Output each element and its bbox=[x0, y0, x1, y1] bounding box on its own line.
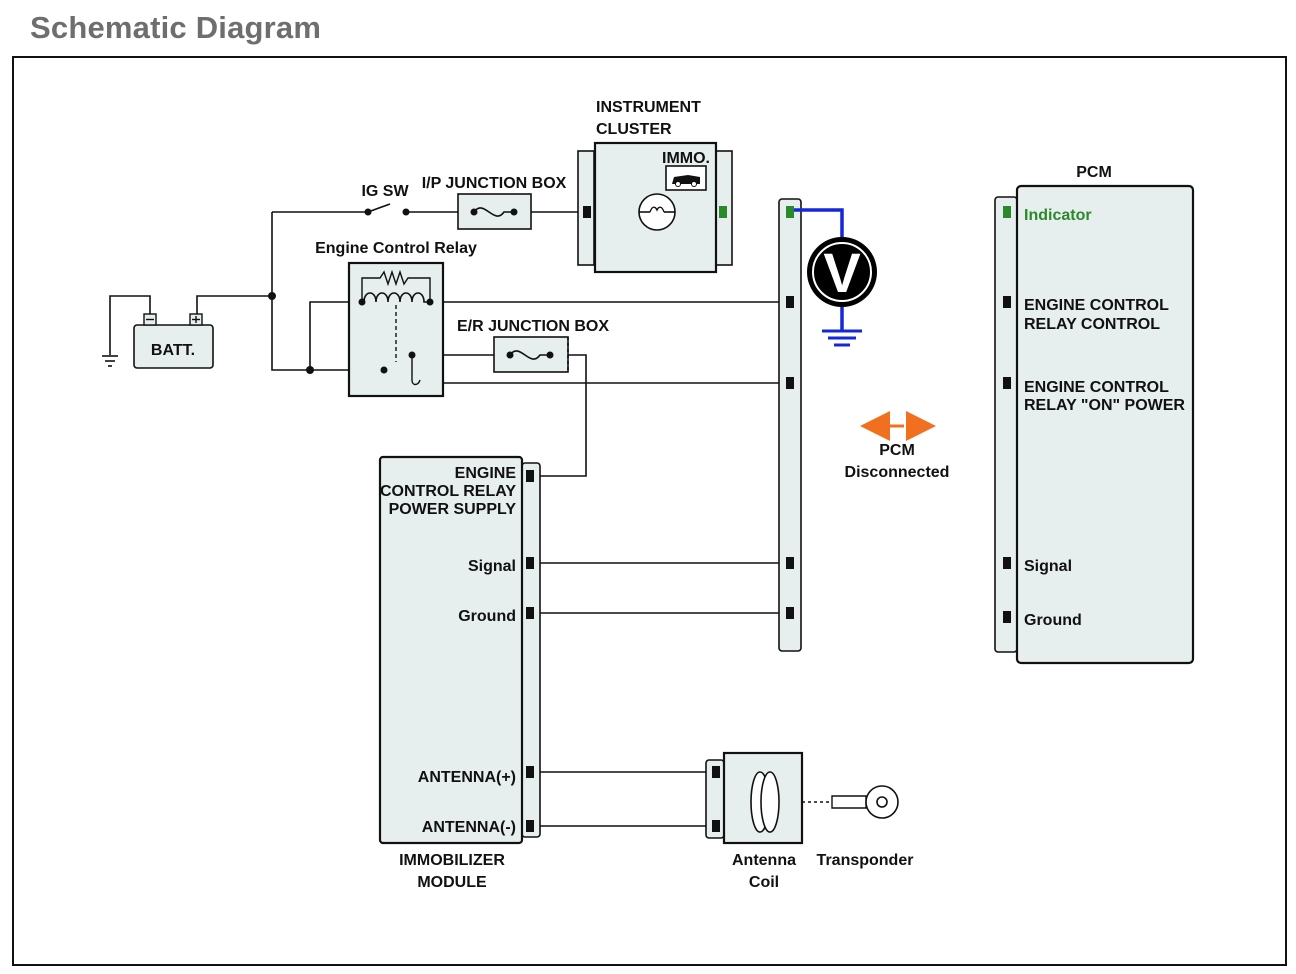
diagram-frame bbox=[12, 56, 1287, 966]
pcm-harness-connector bbox=[778, 198, 802, 652]
ip-junction-box bbox=[457, 193, 532, 230]
immo-pin-power-line3: POWER SUPPLY bbox=[389, 501, 517, 518]
pcm-pin-relay-control-line2: RELAY CONTROL bbox=[1024, 316, 1160, 333]
immo-pin-ground: Ground bbox=[458, 608, 516, 625]
instrument-cluster-label-line2: CLUSTER bbox=[596, 121, 672, 138]
immo-pin-power-line2: CONTROL RELAY bbox=[380, 483, 516, 500]
immo-label: IMMO. bbox=[662, 150, 710, 167]
er-junction-box-label: E/R JUNCTION BOX bbox=[457, 318, 609, 335]
ig-switch-label: IG SW bbox=[361, 183, 409, 200]
engine-control-relay bbox=[347, 261, 445, 398]
voltmeter-ground-icon bbox=[822, 329, 862, 347]
engine-control-relay-label: Engine Control Relay bbox=[315, 240, 477, 257]
immobilizer-indicator-icon bbox=[665, 165, 707, 191]
transponder-label: Transponder bbox=[817, 852, 914, 869]
antenna-coil bbox=[705, 751, 804, 845]
coil-icon bbox=[750, 771, 780, 833]
ip-junction-box-label: I/P JUNCTION BOX bbox=[422, 175, 567, 192]
battery: BATT. bbox=[133, 313, 214, 369]
immo-pin-antenna-pos: ANTENNA(+) bbox=[418, 769, 516, 786]
instrument-cluster: IMMO. bbox=[577, 141, 733, 274]
instrument-cluster-label-line1: INSTRUMENT bbox=[596, 99, 701, 116]
pcm-module bbox=[994, 184, 1195, 665]
immo-pin-signal: Signal bbox=[468, 558, 516, 575]
voltmeter-label: V bbox=[823, 241, 860, 304]
pcm-pin-ground: Ground bbox=[1024, 612, 1082, 629]
immobilizer-module bbox=[378, 455, 541, 845]
pcm-disconnected-label-line1: PCM bbox=[879, 442, 915, 459]
pcm-pin-signal: Signal bbox=[1024, 558, 1072, 575]
immobilizer-module-label-line2: MODULE bbox=[417, 874, 487, 891]
battery-label: BATT. bbox=[151, 342, 195, 359]
battery-ground-icon bbox=[102, 355, 118, 367]
voltmeter: V bbox=[794, 208, 877, 347]
junction-dots bbox=[268, 208, 434, 374]
pcm-pin-relay-on-power-line1: ENGINE CONTROL bbox=[1024, 379, 1169, 396]
immobilizer-module-label-line1: IMMOBILIZER bbox=[399, 852, 505, 869]
transponder-key-icon bbox=[831, 785, 899, 819]
immo-pin-antenna-neg: ANTENNA(-) bbox=[422, 819, 516, 836]
immo-pin-power-line1: ENGINE bbox=[455, 465, 517, 482]
pcm-pin-relay-control-line1: ENGINE CONTROL bbox=[1024, 297, 1169, 314]
pcm-pin-relay-on-power-line2: RELAY "ON" POWER bbox=[1024, 397, 1185, 414]
pcm-pin-indicator: Indicator bbox=[1024, 207, 1092, 224]
page-title: Schematic Diagram bbox=[30, 10, 322, 45]
antenna-coil-label-line1: Antenna bbox=[732, 852, 796, 869]
pcm-disconnected-label-line2: Disconnected bbox=[845, 464, 950, 481]
er-junction-box bbox=[493, 336, 569, 373]
antenna-coil-label-line2: Coil bbox=[749, 874, 779, 891]
pcm-label: PCM bbox=[1076, 164, 1112, 181]
